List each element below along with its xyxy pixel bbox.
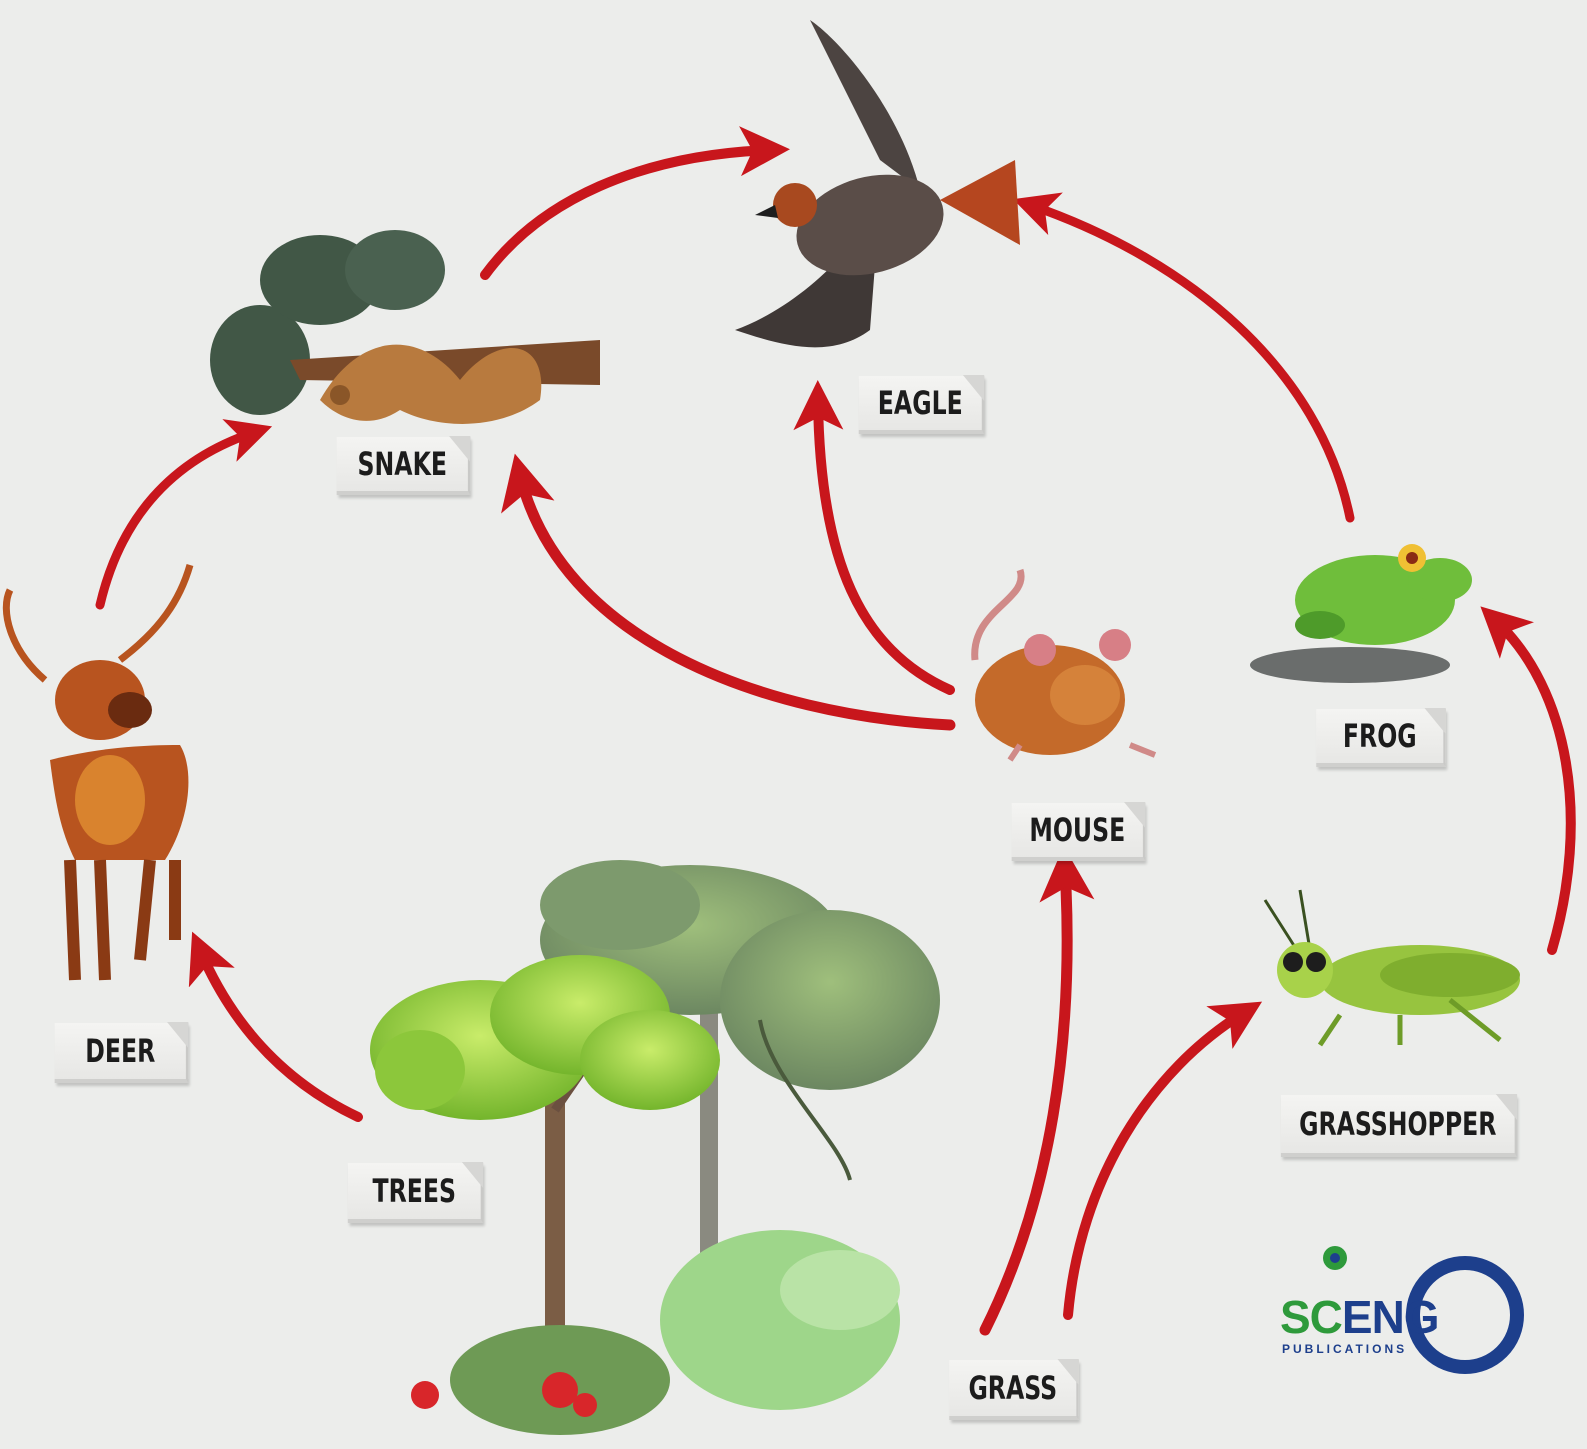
sciemg-publications-logo: SCENG PUBLICATIONS — [1280, 1250, 1530, 1380]
arrow-grass-to-grasshopper — [1068, 1012, 1245, 1315]
trees-illustration — [370, 860, 940, 1435]
mouse-label: MOUSE — [1012, 803, 1146, 861]
deer-label: DEER — [55, 1023, 189, 1083]
arrow-grass-to-mouse — [985, 868, 1067, 1330]
arrow-trees-to-deer — [200, 950, 358, 1117]
snake-illustration — [210, 230, 600, 424]
deer-illustration — [6, 565, 190, 980]
arrow-deer-to-snake — [100, 432, 255, 605]
trees-label: TREES — [348, 1163, 483, 1223]
grass-label: GRASS — [949, 1360, 1079, 1420]
logo-wordmark-prefix: SC — [1280, 1291, 1342, 1343]
snake-label: SNAKE — [337, 437, 471, 495]
arrow-mouse-to-snake — [520, 475, 950, 725]
frog-illustration — [1250, 544, 1472, 683]
eagle-illustration — [735, 20, 1020, 347]
logo-wordmark: SCENG — [1280, 1290, 1439, 1344]
logo-wordmark-suffix: ENG — [1342, 1291, 1439, 1343]
grasshopper-label: GRASSHOPPER — [1281, 1095, 1517, 1157]
arrow-frog-to-eagle — [1030, 205, 1350, 518]
mouse-illustration — [975, 570, 1155, 760]
grasshopper-illustration — [1265, 890, 1520, 1045]
arrow-mouse-to-eagle — [818, 400, 950, 690]
eagle-label: EAGLE — [859, 376, 984, 434]
arrow-snake-to-eagle — [485, 150, 770, 275]
frog-label: FROG — [1316, 709, 1446, 767]
logo-subtitle: PUBLICATIONS — [1282, 1342, 1407, 1356]
arrow-grasshopper-to-frog — [1495, 620, 1571, 950]
